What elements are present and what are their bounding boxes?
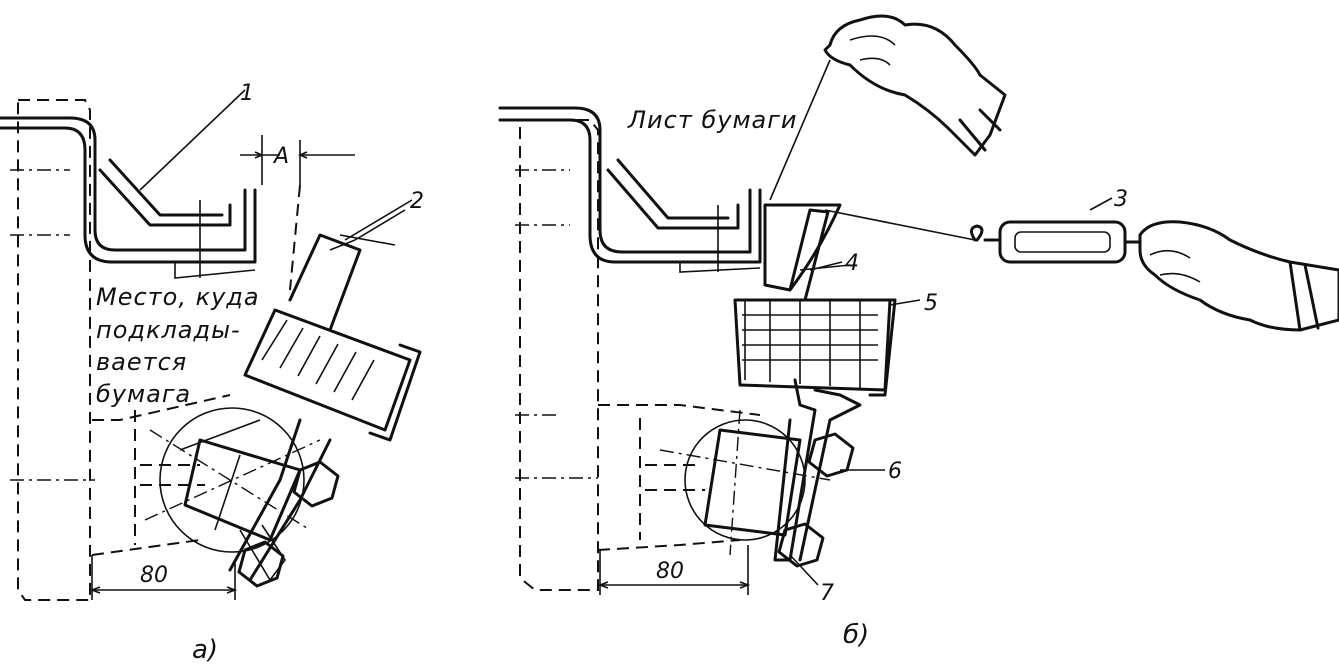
part-label-3: 3 xyxy=(1114,187,1128,212)
caption-b: б) xyxy=(843,620,869,650)
paper-placement-note: Место, куда подклады- вается бумага xyxy=(96,283,268,408)
hand-top xyxy=(823,14,1007,157)
part-label-6: 6 xyxy=(888,459,902,484)
caption-a: а) xyxy=(192,635,218,665)
hand-right xyxy=(1138,220,1339,332)
dimension-80-a-label: 80 xyxy=(140,563,168,588)
part-label-5: 5 xyxy=(924,291,938,316)
note-line-2: подклады- xyxy=(96,316,241,344)
part-label-1: 1 xyxy=(240,81,254,106)
dimension-80-b-label: 80 xyxy=(656,559,684,584)
note-line-1: Место, куда xyxy=(96,283,260,311)
note-line-3: вается xyxy=(96,348,187,376)
note-line-4: бумага xyxy=(96,380,191,408)
figure-b: Лист бумаги 3 4 5 6 7 80 б) xyxy=(498,14,1339,650)
part-label-2: 2 xyxy=(410,189,424,214)
paper-sheet-label: Лист бумаги xyxy=(627,106,797,134)
spring-balance xyxy=(970,220,1142,264)
figure-a: 1 2 A 80 Место, куда подклады- вается бу… xyxy=(0,81,424,665)
part-label-4: 4 xyxy=(845,251,859,276)
part-label-7: 7 xyxy=(820,581,834,606)
dimension-a-label: A xyxy=(272,144,289,169)
